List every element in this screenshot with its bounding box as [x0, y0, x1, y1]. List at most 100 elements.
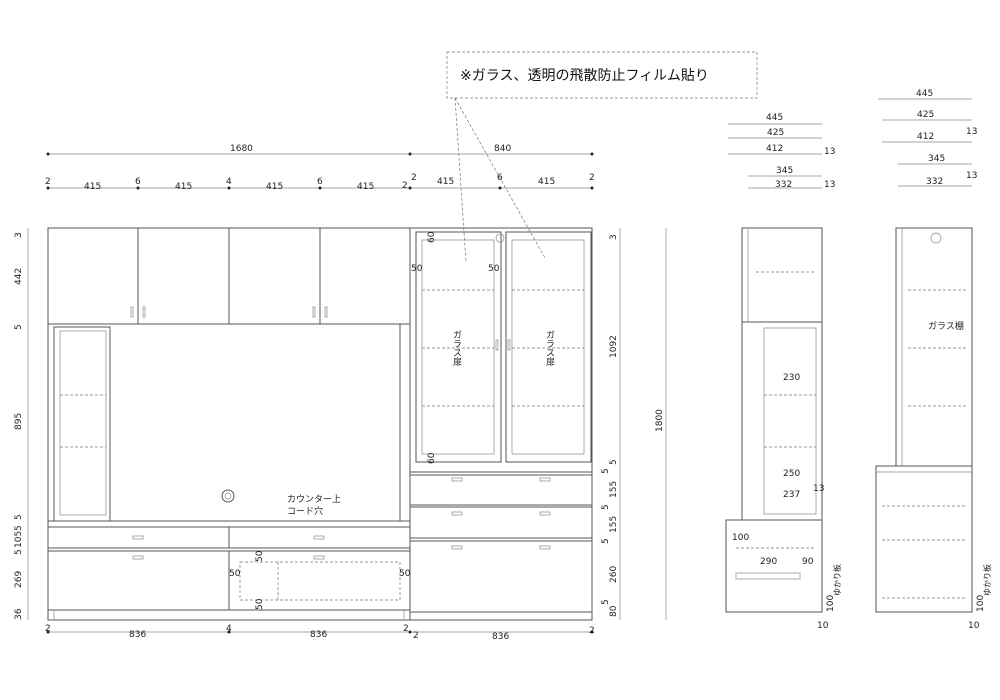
dim-text: 50: [488, 264, 500, 274]
dim-text: 1680: [230, 144, 253, 154]
dim-text: 100: [826, 595, 836, 612]
dim-text: 90: [802, 557, 814, 567]
light-icon: [930, 232, 942, 244]
dim-text: 415: [357, 182, 374, 192]
dim-text: 415: [266, 182, 283, 192]
dim-text: 2: [45, 177, 51, 187]
cord-hole-icon: [221, 489, 235, 503]
front-elevation: [47, 227, 593, 621]
dim-text: 6: [497, 173, 503, 183]
dim-text: 13: [966, 171, 977, 181]
side-note: ゆかり板: [832, 564, 842, 596]
dim-text: 415: [437, 177, 454, 187]
dim-text: 155: [609, 481, 619, 498]
counter-label: カウンター上: [287, 494, 341, 505]
dim-text: 345: [776, 166, 793, 176]
dim-text: 6: [135, 177, 141, 187]
dim-text: 10: [968, 621, 980, 631]
dim-text: 840: [494, 144, 511, 154]
dim-text: 5: [601, 504, 611, 510]
dim-text: 269: [14, 571, 24, 588]
dim-text: 100: [976, 595, 986, 612]
dim-text: 80: [609, 605, 619, 617]
dim-text: 415: [538, 177, 555, 187]
dim-text: 895: [14, 413, 24, 430]
dim-text: 5: [601, 468, 611, 474]
dim-text: 60: [427, 452, 437, 464]
counter-label: コード穴: [287, 505, 323, 517]
dim-text: 2: [589, 626, 595, 636]
dim-text: 1092: [609, 335, 619, 358]
dim-text: 442: [14, 268, 24, 285]
dim-text: 2: [402, 181, 408, 191]
dim-text: 50: [411, 264, 423, 274]
leader-line: [454, 97, 467, 263]
dim-text: 4: [226, 624, 232, 634]
dim-text: 332: [926, 177, 943, 187]
dim-text: 290: [760, 557, 777, 567]
dim-text: 4: [226, 177, 232, 187]
side-view-right: [875, 98, 973, 613]
glass-panel: [239, 561, 401, 601]
dim-text: 13: [966, 127, 977, 137]
dim-text: 332: [775, 180, 792, 190]
dim-text: 425: [767, 128, 784, 138]
dim-text: 50: [399, 569, 411, 579]
dim-text: 5: [14, 549, 24, 555]
dim-text: 2: [45, 624, 51, 634]
dim-text: 105: [14, 531, 24, 548]
dim-text: 13: [824, 180, 835, 190]
dim-text: 445: [916, 89, 933, 99]
dim-text: 2: [589, 173, 595, 183]
dim-text: 13: [824, 147, 835, 157]
dim-text: 155: [609, 516, 619, 533]
dim-text: 13: [813, 484, 824, 494]
dim-text: 230: [783, 373, 800, 383]
glass-shelf-label: ガラス棚: [928, 320, 964, 332]
dim-text: 415: [84, 182, 101, 192]
note-box: [446, 51, 758, 99]
dim-text: 36: [14, 608, 24, 620]
dim-text: 2: [413, 631, 419, 641]
dim-text: 3: [609, 234, 619, 240]
dim-text: 50: [255, 598, 265, 610]
note-text: ※ガラス、透明の飛散防止フィルム貼り: [460, 68, 709, 84]
glass-door-label: ガラス扉: [451, 330, 462, 367]
side-view-left: [725, 123, 823, 613]
glass-panel: [511, 239, 585, 455]
dim-text: 3: [14, 232, 24, 238]
dim-text: 5: [14, 324, 24, 330]
dim-text: 445: [766, 113, 783, 123]
dim-text: 836: [492, 632, 509, 642]
dim-text: 5: [609, 459, 619, 465]
dimension-lines: [27, 152, 667, 634]
dim-text: 836: [310, 630, 327, 640]
side-note: ゆかり板: [982, 564, 992, 596]
dim-text: 415: [175, 182, 192, 192]
dim-text: 2: [403, 624, 409, 634]
glass-panel: [421, 239, 495, 455]
dim-text: 5: [14, 514, 24, 520]
dim-text: 1800: [655, 409, 665, 432]
dim-text: 5: [601, 538, 611, 544]
leader-line: [454, 97, 546, 259]
dim-text: 345: [928, 154, 945, 164]
dim-text: 836: [129, 630, 146, 640]
dim-text: 237: [783, 490, 800, 500]
light-icon: [495, 233, 505, 243]
glass-door-label: ガラス扉: [544, 330, 555, 367]
dim-text: 10: [817, 621, 829, 631]
dim-text: 5: [601, 599, 611, 605]
dim-text: 2: [411, 173, 417, 183]
dim-text: 250: [783, 469, 800, 479]
dim-text: 5: [14, 525, 24, 531]
dim-text: 50: [255, 550, 265, 562]
dim-text: 100: [732, 533, 749, 543]
dim-text: 412: [917, 132, 934, 142]
dim-text: 425: [917, 110, 934, 120]
dim-text: 50: [229, 569, 241, 579]
dim-text: 60: [427, 231, 437, 243]
dim-text: 412: [766, 144, 783, 154]
dim-text: 6: [317, 177, 323, 187]
